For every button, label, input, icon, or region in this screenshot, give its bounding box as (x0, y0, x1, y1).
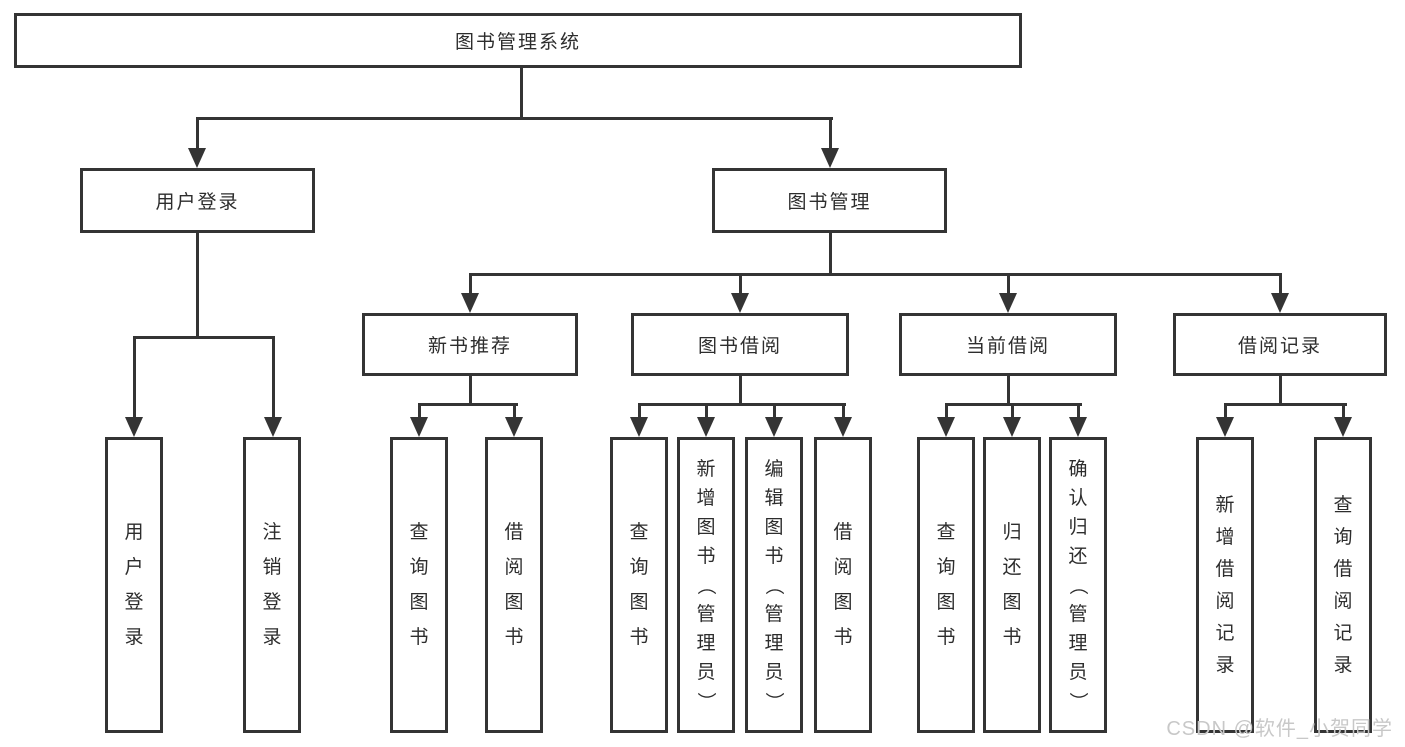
arrow-book-borrow-child-3 (765, 404, 783, 437)
arrow-to-book-management (821, 117, 839, 168)
leaf-confirm-return-admin: 确认归还（管理员） (1049, 437, 1107, 733)
connector-book-management-split (468, 273, 1282, 276)
leaf-add-borrow-record: 新增借阅记录 (1196, 437, 1254, 733)
node-label: 图书管理系统 (454, 32, 581, 53)
arrow-to-user-login (188, 117, 206, 168)
connector-borrow-records-stem (1278, 376, 1282, 406)
leaf-add-books-admin: 新增图书（管理员） (677, 437, 735, 733)
leaf-label: 查询图书 (629, 522, 649, 648)
arrow-current-borrow-child-3 (1069, 404, 1087, 437)
node-borrow-records: 借阅记录 (1173, 313, 1387, 376)
leaf-label: 新增借阅记录 (1215, 494, 1235, 676)
csdn-watermark: CSDN @软件_小贺同学 (1166, 718, 1393, 740)
arrow-to-book-borrow (731, 273, 749, 313)
leaf-query-books-current: 查询图书 (917, 437, 975, 733)
leaf-label: 借阅图书 (504, 522, 524, 648)
connector-book-borrow-stem (738, 376, 742, 406)
leaf-label: 确认归还（管理员） (1067, 458, 1089, 711)
arrow-to-leaf-user-login (125, 336, 143, 437)
arrow-current-borrow-child-1 (937, 404, 955, 437)
node-label: 借阅记录 (1237, 336, 1322, 357)
leaf-label: 查询图书 (936, 522, 956, 648)
leaf-query-books-borrow: 查询图书 (610, 437, 668, 733)
connector-new-book-stem (468, 376, 472, 406)
arrow-borrow-records-child-1 (1216, 404, 1234, 437)
arrow-book-borrow-child-2 (697, 404, 715, 437)
leaf-query-books-recommend: 查询图书 (390, 437, 448, 733)
arrow-to-current-borrow (999, 273, 1017, 313)
leaf-user-login: 用户登录 (105, 437, 163, 733)
connector-book-management-stem (828, 233, 832, 273)
node-label: 当前借阅 (965, 336, 1050, 357)
node-user-login: 用户登录 (80, 168, 315, 233)
connector-user-login-stem (195, 233, 199, 336)
node-current-borrow: 当前借阅 (899, 313, 1117, 376)
arrow-new-book-child-2 (505, 404, 523, 437)
leaf-logout: 注销登录 (243, 437, 301, 733)
connector-root-stem (519, 68, 523, 117)
connector-new-book-split (417, 403, 518, 406)
connector-current-borrow-stem (1006, 376, 1010, 406)
leaf-label: 查询借阅记录 (1333, 494, 1353, 676)
leaf-query-borrow-record: 查询借阅记录 (1314, 437, 1372, 733)
leaf-label: 注销登录 (262, 522, 282, 648)
arrow-book-borrow-child-1 (630, 404, 648, 437)
leaf-borrow-books-recommend: 借阅图书 (485, 437, 543, 733)
leaf-label: 新增图书（管理员） (695, 458, 717, 711)
node-new-book-recommend: 新书推荐 (362, 313, 578, 376)
arrow-new-book-child-1 (410, 404, 428, 437)
arrow-current-borrow-child-2 (1003, 404, 1021, 437)
arrow-book-borrow-child-4 (834, 404, 852, 437)
leaf-label: 归还图书 (1002, 522, 1022, 648)
arrow-to-borrow-records (1271, 273, 1289, 313)
arrow-to-new-book-recommend (461, 273, 479, 313)
leaf-borrow-books: 借阅图书 (814, 437, 872, 733)
leaf-label: 用户登录 (124, 522, 144, 648)
node-label: 图书借阅 (697, 336, 782, 357)
connector-root-split (195, 117, 833, 120)
node-label: 用户登录 (155, 192, 240, 213)
leaf-label: 借阅图书 (833, 522, 853, 648)
leaf-edit-books-admin: 编辑图书（管理员） (745, 437, 803, 733)
connector-book-borrow-split (637, 403, 846, 406)
node-book-management: 图书管理 (712, 168, 947, 233)
connector-user-login-split (132, 336, 275, 339)
connector-borrow-records-split (1223, 403, 1347, 406)
node-label: 新书推荐 (427, 336, 512, 357)
node-book-borrow: 图书借阅 (631, 313, 849, 376)
leaf-label: 查询图书 (409, 522, 429, 648)
node-label: 图书管理 (787, 192, 872, 213)
arrow-borrow-records-child-2 (1334, 404, 1352, 437)
leaf-return-books: 归还图书 (983, 437, 1041, 733)
node-library-management-system: 图书管理系统 (14, 13, 1022, 68)
arrow-to-leaf-logout (264, 336, 282, 437)
leaf-label: 编辑图书（管理员） (763, 458, 785, 711)
